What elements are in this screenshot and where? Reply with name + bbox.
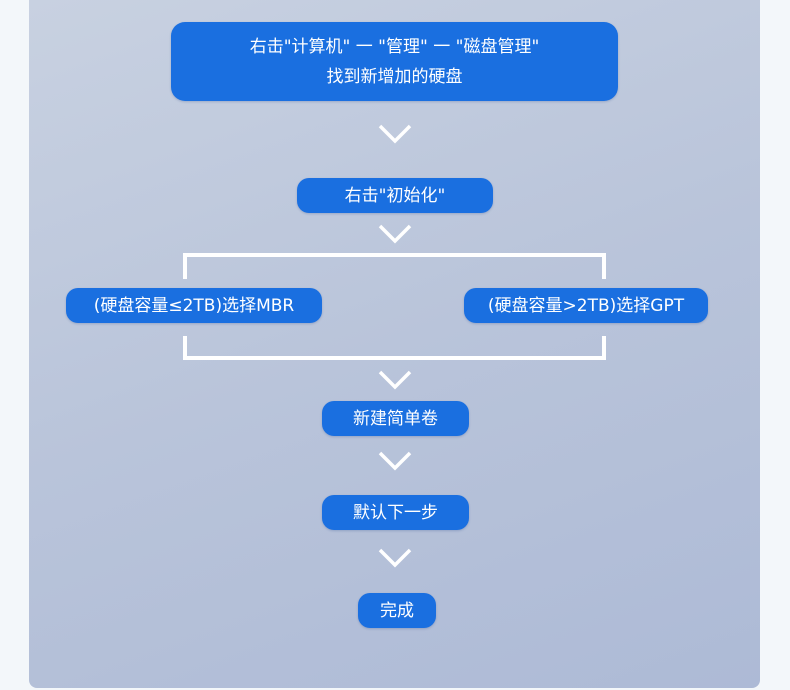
branch-line bbox=[183, 253, 187, 279]
chevron-down-icon bbox=[378, 548, 412, 568]
step-text: 找到新增加的硬盘 bbox=[326, 66, 463, 87]
option-mbr: (硬盘容量≤2TB)选择MBR bbox=[66, 288, 322, 323]
flowchart-panel bbox=[29, 0, 760, 688]
merge-line bbox=[183, 336, 187, 360]
step-text: 新建简单卷 bbox=[353, 408, 438, 429]
step-finish: 完成 bbox=[358, 593, 436, 628]
option-gpt: (硬盘容量>2TB)选择GPT bbox=[464, 288, 708, 323]
step-text: 完成 bbox=[380, 600, 414, 621]
chevron-down-icon bbox=[378, 451, 412, 471]
step-text: (硬盘容量>2TB)选择GPT bbox=[487, 295, 685, 316]
merge-line bbox=[602, 336, 606, 360]
branch-line bbox=[183, 253, 606, 257]
step-initialize: 右击"初始化" bbox=[297, 178, 493, 213]
step-text: 右击"计算机" 一 "管理" 一 "磁盘管理" bbox=[249, 36, 540, 57]
chevron-down-icon bbox=[378, 124, 412, 144]
step-new-simple-volume: 新建简单卷 bbox=[322, 401, 469, 436]
step-text: (硬盘容量≤2TB)选择MBR bbox=[93, 295, 295, 316]
merge-line bbox=[183, 356, 606, 360]
step-text: 右击"初始化" bbox=[344, 185, 446, 206]
step-text: 默认下一步 bbox=[353, 502, 438, 523]
chevron-down-icon bbox=[378, 370, 412, 390]
branch-line bbox=[602, 253, 606, 279]
step-open-disk-management: 右击"计算机" 一 "管理" 一 "磁盘管理" 找到新增加的硬盘 bbox=[171, 22, 618, 101]
chevron-down-icon bbox=[378, 224, 412, 244]
step-default-next: 默认下一步 bbox=[322, 495, 469, 530]
